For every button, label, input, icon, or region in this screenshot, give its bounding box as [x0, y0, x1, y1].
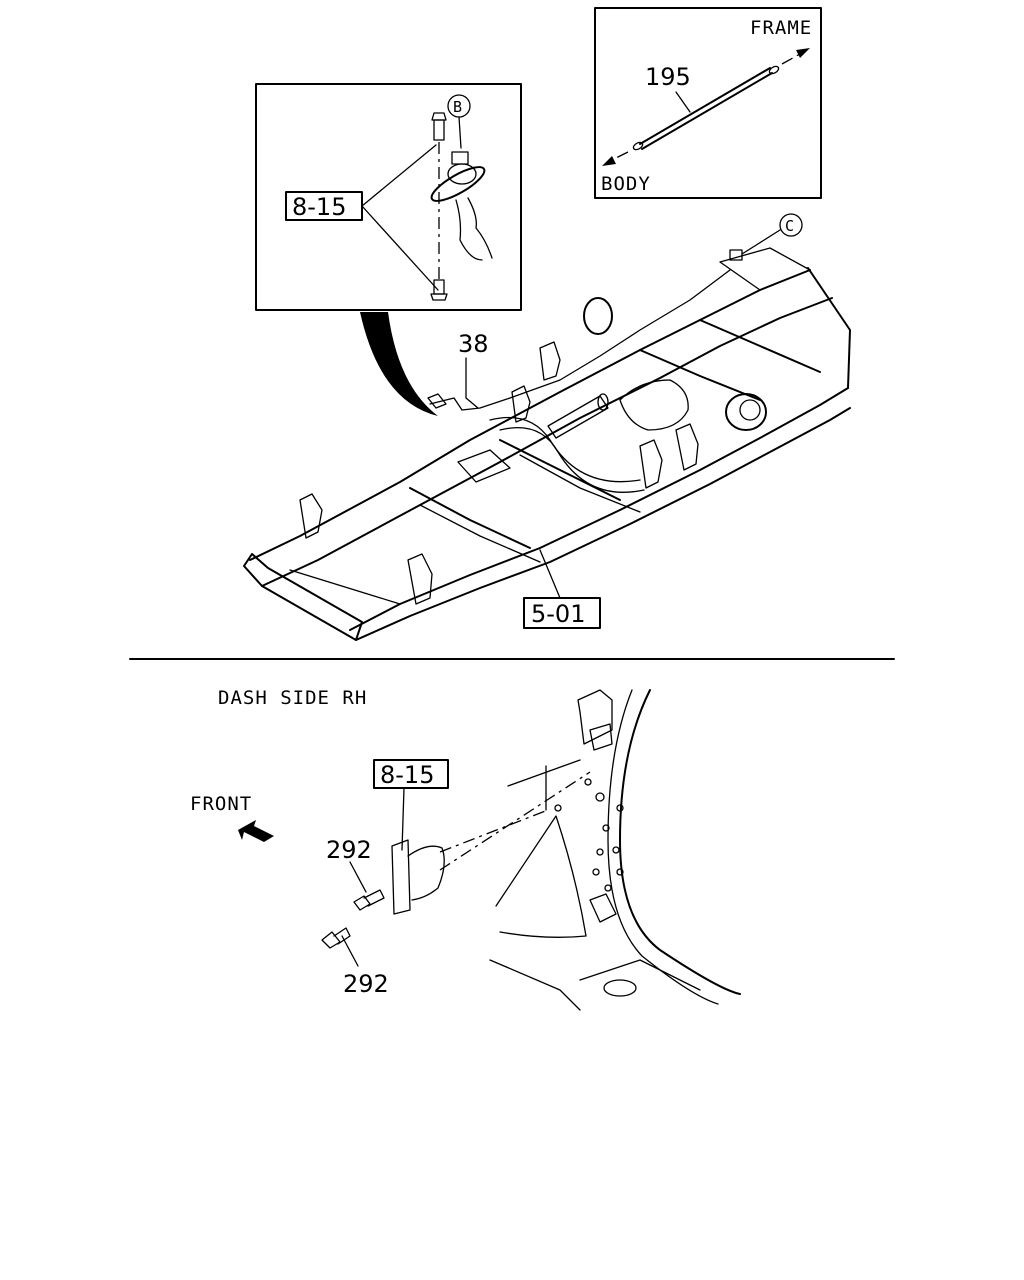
dash-side-panel [489, 689, 741, 1011]
dash-side-title: DASH SIDE RH [218, 687, 367, 709]
callout-c[interactable]: C [729, 213, 803, 261]
ref-8-15-bottom-label: 8-15 [380, 761, 434, 789]
ref-box-5-01[interactable] [523, 597, 601, 629]
callout-c-label: C [785, 217, 795, 235]
arrow-head-frame-icon [796, 48, 810, 58]
bolt-top-icon [431, 112, 447, 280]
sensor-inset: B 8-15 [255, 83, 522, 416]
bolt-292-upper-label[interactable]: 292 [326, 836, 372, 864]
detail-arrow-icon [360, 312, 438, 416]
ground-cable [632, 65, 780, 151]
part-195-label[interactable]: 195 [645, 63, 691, 91]
cable-inset-border [594, 7, 822, 199]
part-195-leader [675, 91, 691, 113]
bolt-292-lower-label[interactable]: 292 [343, 970, 389, 998]
ref-box-8-15-bottom[interactable] [373, 759, 449, 789]
arrow-to-body [611, 151, 629, 161]
part-38-label[interactable]: 38 [458, 330, 489, 358]
height-sensor-icon [430, 151, 493, 261]
ref-8-15-top-label: 8-15 [292, 193, 346, 221]
chassis-frame [243, 247, 851, 641]
frame-label: FRAME [750, 17, 812, 39]
sensor-bracket-icon [391, 771, 591, 915]
callout-b-label: B [453, 98, 463, 116]
sensor-inset-border [255, 83, 522, 311]
ground-terminal-icon [427, 393, 447, 409]
bolt-292-upper-icon [353, 889, 385, 911]
bolt-292-lower-icon [321, 927, 351, 949]
ref-5-01-label: 5-01 [531, 600, 585, 628]
bolt-bottom-icon [430, 279, 448, 301]
body-label: BODY [601, 173, 651, 195]
arrow-to-frame [781, 53, 801, 65]
arrow-head-body-icon [602, 156, 616, 166]
ref-5-01-leader [539, 549, 561, 599]
part-38-leader [465, 357, 479, 409]
cable-inset: FRAME BODY 195 [594, 7, 822, 199]
front-label: FRONT [190, 793, 252, 815]
front-arrow-icon [238, 820, 274, 842]
